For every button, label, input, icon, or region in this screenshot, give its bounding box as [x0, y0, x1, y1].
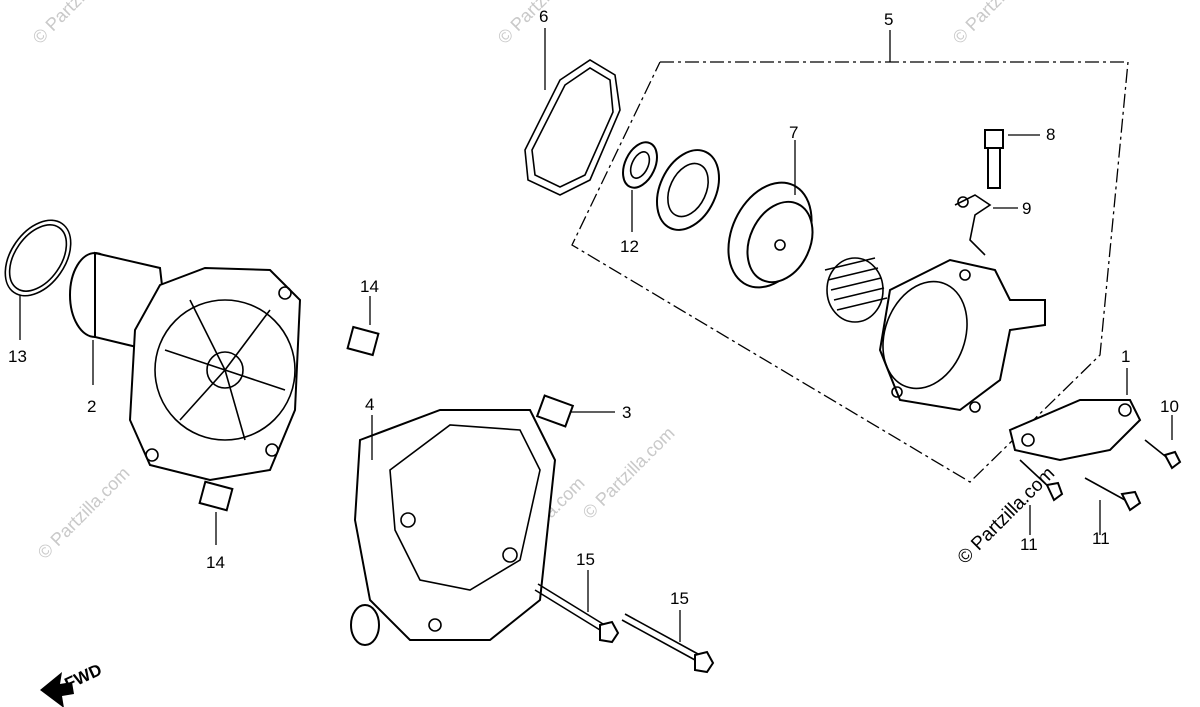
oil-seal-part — [656, 149, 720, 231]
callout-7: 7 — [789, 123, 798, 142]
gasket-part — [524, 28, 621, 196]
bearing-part — [622, 141, 658, 232]
bolt-part — [1144, 415, 1182, 470]
callout-13: 13 — [8, 347, 27, 366]
collar-part — [346, 296, 380, 357]
callout-12: 12 — [620, 237, 639, 256]
callout-15: 15 — [576, 550, 595, 569]
callout-14: 14 — [360, 277, 379, 296]
watermark: © Partzilla.com — [34, 463, 134, 563]
bolt-part — [534, 570, 620, 644]
water-pump-part — [69, 251, 302, 482]
callout-11: 11 — [1092, 529, 1110, 548]
watermark-dark: © Partzilla.com — [954, 463, 1059, 568]
bolt-part — [1084, 477, 1142, 535]
collar-part — [198, 480, 234, 545]
callout-labels: 1 2 3 4 5 6 7 8 9 10 11 11 12 13 14 14 1… — [8, 7, 1179, 608]
callout-4: 4 — [365, 395, 374, 414]
watermark: © Partzilla.com — [579, 423, 679, 523]
forward-direction-indicator: FWD — [40, 660, 105, 707]
callout-9: 9 — [1022, 199, 1031, 218]
callout-14: 14 — [206, 553, 225, 572]
bracket-part — [1008, 368, 1142, 462]
spring-part — [824, 257, 888, 323]
callout-2: 2 — [87, 397, 96, 416]
callout-8: 8 — [1046, 125, 1055, 144]
o-ring-part — [4, 219, 72, 340]
bolt-part — [621, 610, 715, 674]
watermark: © Partzilla.com — [949, 0, 1049, 48]
callout-1: 1 — [1121, 347, 1130, 366]
callout-5: 5 — [884, 10, 893, 29]
clip-part — [954, 194, 1018, 256]
pump-cover-part — [350, 394, 615, 646]
callout-3: 3 — [622, 403, 631, 422]
arrow-icon — [40, 672, 74, 707]
bleed-bolt-part — [984, 129, 1040, 189]
thermostat-body-part — [727, 140, 814, 289]
bolt-part — [1019, 459, 1064, 535]
fwd-label: FWD — [62, 660, 105, 694]
callout-6: 6 — [539, 7, 548, 26]
callout-11: 11 — [1020, 535, 1038, 554]
watermark: © Partzilla.com — [29, 0, 129, 48]
callout-15: 15 — [670, 589, 689, 608]
housing-cover-part — [878, 258, 1046, 413]
callout-10: 10 — [1160, 397, 1179, 416]
